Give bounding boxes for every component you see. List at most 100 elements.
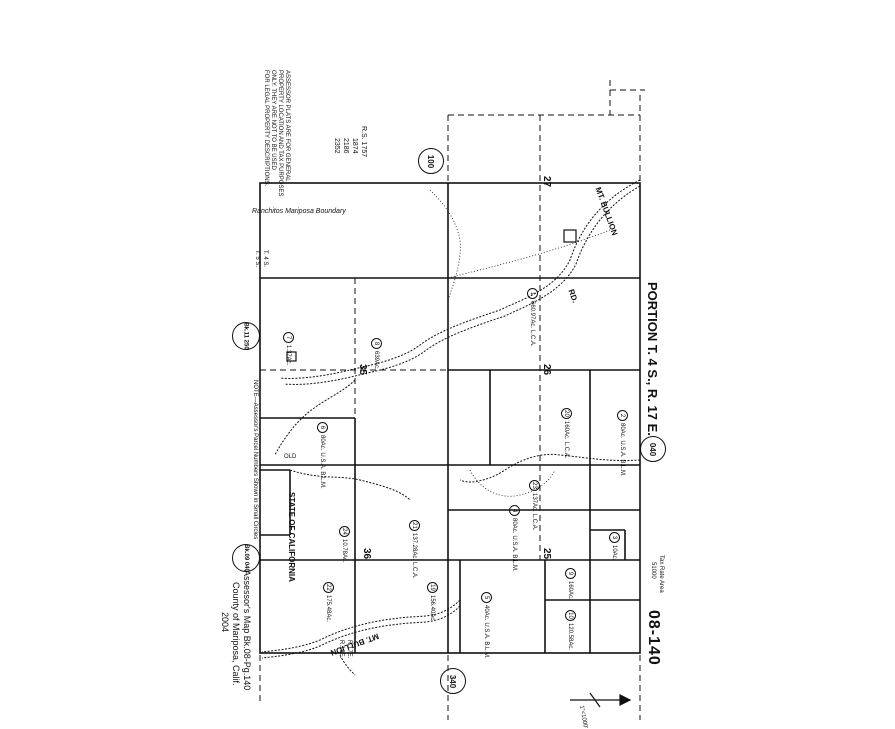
- state-label: STATE OF CALIFORNIA: [287, 492, 296, 582]
- parcel-23[interactable]: 23 137Ac. L.C.A.: [529, 480, 540, 530]
- parcel-24[interactable]: 24 10.78Ac.: [339, 526, 350, 563]
- parcel-2[interactable]: 2 80Ac. U.S.A. B.L.M.: [617, 410, 628, 477]
- tax-rate-area-code: 51000: [650, 562, 656, 579]
- parcel-4[interactable]: 4 80Ac. U.S.A. B.L.M.: [509, 505, 520, 572]
- parcel-number: 3: [609, 532, 620, 543]
- disclaimer-line: PROPERTY LOCATION AND TAX PURPOSES: [277, 70, 283, 197]
- adjacent-map-label: Bk.11 250: [243, 322, 250, 350]
- adjacent-map-040[interactable]: 040: [640, 436, 666, 462]
- adjacent-map-bk09[interactable]: Bk.09 040: [232, 544, 260, 572]
- parcel-area: 137.28Ac.: [411, 533, 418, 561]
- parcel-9[interactable]: 9 160Ac.: [565, 568, 576, 600]
- parcel-22[interactable]: 22 175.48Ac.: [323, 582, 334, 622]
- parcel-7[interactable]: 7 1.37Ac.: [283, 332, 294, 365]
- parcel-area: 137Ac.: [531, 493, 538, 512]
- parcel-number: 7: [283, 332, 294, 343]
- range-label-r17e: R.17E.: [346, 640, 352, 659]
- parcel-number: 20: [561, 408, 572, 419]
- parcel-number: 5: [481, 592, 492, 603]
- disclaimer-line: FOR LEGAL PROPERTY DESCRIPTIONS.: [263, 70, 269, 187]
- adjacent-map-100[interactable]: 100: [418, 148, 444, 174]
- roads: [261, 179, 641, 676]
- adjacent-map-label: 040: [648, 442, 658, 456]
- parcel-number: 4: [509, 505, 520, 516]
- title-line-3: 2004: [220, 612, 230, 633]
- section-25: 25: [541, 548, 552, 560]
- parcel-number: 2: [617, 410, 628, 421]
- parcel-number: 8: [371, 338, 382, 349]
- adjacent-map-340[interactable]: 340: [440, 668, 466, 694]
- section-26: 26: [541, 364, 552, 376]
- adjacent-map-bk11[interactable]: Bk.11 250: [232, 322, 260, 350]
- title-line-1: Assessor's Map Bk.08-Pg.140: [242, 570, 252, 691]
- parcel-owner: L.C.A.: [563, 441, 570, 459]
- adjacent-map-label: 100: [426, 154, 436, 168]
- parcel-area: 80Ac.: [619, 423, 626, 439]
- parcel-8[interactable]: 8 639Ac.: [371, 338, 382, 370]
- building-marker: [286, 351, 297, 362]
- range-label-r18e: R.18E.: [338, 640, 344, 659]
- parcel-area: 160Ac.: [567, 581, 574, 600]
- disclaimer-line: ASSESSOR PLATS ARE FOR GENERAL: [284, 70, 290, 182]
- parcel-area: 639Ac.: [373, 351, 380, 370]
- parcel-area: 1.37Ac.: [285, 345, 292, 366]
- parcel-area: 80Ac.: [511, 518, 518, 534]
- record-survey-line: 2352: [333, 138, 340, 154]
- parcel-owner: L.C.A.: [529, 330, 536, 347]
- creek-lines: [429, 189, 611, 497]
- record-survey-line: R.S. 1757: [360, 126, 367, 158]
- parcel-number: 22: [323, 582, 334, 593]
- parcel-area: 156.40Ac.: [429, 595, 436, 623]
- parcel-owner: L.C.A.: [411, 562, 418, 579]
- parcel-5[interactable]: 5 40Ac. U.S.A. B.L.M.: [481, 592, 492, 659]
- disclaimer-line: ONLY. THEY ARE NOT TO BE USED: [270, 70, 276, 170]
- parcel-area: 660.97Ac.: [529, 301, 536, 329]
- parcel-area: 120.58Ac.: [567, 623, 574, 651]
- parcel-owner: U.S.A. B.L.M.: [483, 622, 490, 659]
- parcel-boundaries: [259, 182, 641, 654]
- parcel-number: 10: [565, 610, 576, 621]
- boundary-label: Ranchitos Mariposa Boundary: [252, 208, 346, 215]
- parcel-6[interactable]: 6 80Ac. U.S.A. B.L.M.: [317, 422, 328, 489]
- parcel-area: 175.48Ac.: [325, 595, 332, 623]
- parcel-note: NOTE—Assessor's Parcel Numbers Shown in …: [252, 380, 258, 540]
- tax-rate-area-label: Tax Rate Area: [658, 555, 664, 593]
- parcel-10[interactable]: 10 120.58Ac.: [565, 610, 576, 650]
- dashed-section-lines: [259, 80, 645, 720]
- road-label-old: OLD: [284, 454, 297, 460]
- parcel-number: 9: [565, 568, 576, 579]
- township-label-t5s: T. 5 S.: [254, 250, 260, 268]
- parcel-area: 10Ac.: [611, 545, 618, 561]
- record-survey-line: 2186: [342, 138, 349, 154]
- parcel-number: 6: [317, 422, 328, 433]
- parcel-3[interactable]: 3 10Ac.: [609, 532, 620, 560]
- township-label-t4s: T. 4 S.: [262, 250, 268, 268]
- disclaimer-block: ASSESSOR PLATS ARE FOR GENERAL PROPERTY …: [262, 70, 290, 196]
- parcel-owner: L.C.A.: [531, 513, 538, 531]
- parcel-area: 10.78Ac.: [341, 539, 348, 563]
- parcel-21[interactable]: 21 137.28Ac. L.C.A.: [409, 520, 420, 579]
- title-line-2: County of Mariposa, Calif.: [231, 582, 241, 686]
- north-arrow-icon: [570, 692, 632, 708]
- parcel-19[interactable]: 19 156.40Ac.: [427, 582, 438, 622]
- parcel-number: 21: [409, 520, 420, 531]
- parcel-number: 19: [427, 582, 438, 593]
- section-35: 35: [357, 364, 368, 376]
- parcel-1[interactable]: 1 660.97Ac. L.C.A.: [527, 288, 538, 347]
- parcel-area: 160Ac.: [563, 421, 570, 440]
- parcel-owner: U.S.A. B.L.M.: [511, 535, 518, 572]
- section-36: 36: [361, 548, 372, 560]
- parcel-area: 40Ac.: [483, 605, 490, 621]
- portion-title: PORTION T. 4 S., R. 17 E.: [645, 282, 660, 436]
- parcel-20[interactable]: 20 160Ac. L.C.A.: [561, 408, 572, 458]
- parcel-owner: U.S.A. B.L.M.: [619, 440, 626, 477]
- adjacent-map-label: Bk.09 040: [243, 544, 250, 572]
- section-27: 27: [541, 176, 552, 188]
- parcel-number: 23: [529, 480, 540, 491]
- adjacent-map-label: 340: [448, 674, 458, 688]
- record-survey-line: 1874: [351, 138, 358, 154]
- parcel-number: 24: [339, 526, 350, 537]
- map-number: 08-140: [645, 610, 662, 666]
- record-surveys: R.S. 1757 1874 2186 2352: [332, 126, 368, 157]
